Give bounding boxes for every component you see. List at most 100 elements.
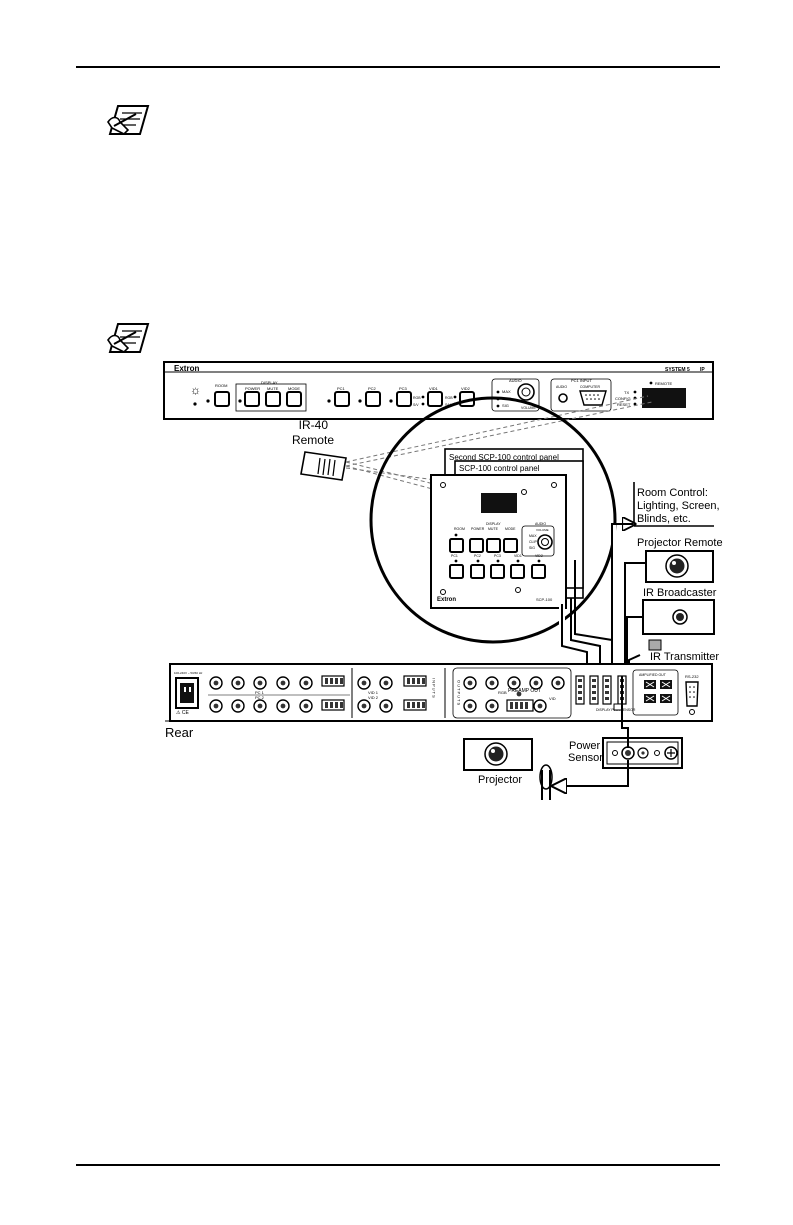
rs232-port[interactable] [685,681,699,707]
pc2-label: PC2 [368,386,377,391]
power-sensor-label-1: Power [569,740,601,752]
rear-panel: Rear 100-240V ~ 50/60 Hz ⚠ CE PC 1 PC 2 [165,663,713,740]
rgb-out-label: RGB [498,690,507,695]
vid-out-label: VID [549,696,556,701]
scp-panel: SCP-100 control panel ROOM DISPLAY POWER… [430,460,584,609]
projector-lens-icon [669,558,685,574]
top-rule [76,66,720,68]
audio-jack-port[interactable] [558,393,568,403]
scp-mute-button[interactable] [486,538,501,553]
scp-power-label: POWER [471,527,485,531]
front-brand: Extron [174,364,199,373]
scp-pc2-button[interactable] [470,564,485,579]
svg-text:100-240V ~ 50/60 Hz: 100-240V ~ 50/60 Hz [174,671,203,675]
rs232-label: RS-232 [685,674,699,679]
rear-pc2-label: PC 2 [255,695,265,700]
rear-vid2-label: VID 2 [368,695,379,700]
outputs-label: OUTPUTS [457,680,462,706]
pc3-label: PC3 [399,386,408,391]
scp-volume-knob[interactable] [537,534,553,550]
scp-power-button[interactable] [469,538,484,553]
audio-group-label: AUDIO [509,378,522,383]
mute-button[interactable] [265,391,281,407]
light-sensor-icon: ☼ [190,383,201,397]
ir-broadcaster-emitter-icon [676,613,684,621]
room-control-label-3: Blinds, etc. [637,513,691,525]
projector-remote-label: Projector Remote [637,537,723,549]
mute-label: MUTE [267,386,279,391]
note-icon [107,323,150,353]
room-control: Room Control: Lighting, Screen, Blinds, … [633,482,720,527]
rear-label: Rear [165,725,194,740]
front-model-suffix: IP [700,367,705,373]
scp-vid1-label: VID1 [514,554,522,558]
vid1-svid-label: S/V [413,403,419,407]
scp-audio-label: AUDIO [535,522,546,526]
remote-label: REMOTE [655,381,672,386]
scp-callout-circle [369,396,617,644]
scp-model: SCP-100 [536,597,553,602]
scp-room-button[interactable] [449,538,464,553]
vid1-rgb-label: RGB [413,396,421,400]
inputs-label: INPUTS [432,678,437,699]
scp-mute-label: MUTE [488,527,499,531]
scp-vid1-button[interactable] [510,564,525,579]
note-icon [107,105,150,135]
scp-mode-button[interactable] [503,538,518,553]
output-bnc-ports [463,676,565,713]
ir40-label-2: Remote [292,433,334,447]
pc1-input-label: PC1 INPUT [571,378,592,383]
ir-broadcaster-label: IR Broadcaster [643,587,717,599]
preamp-out-label: PREAMP OUT [508,688,541,694]
sig-label: SIG [502,403,509,408]
scp-display-label: DISPLAY [486,522,501,526]
scp-volume-label: VOLUME [536,528,549,532]
scp-pc3-button[interactable] [490,564,505,579]
room-control-label-2: Lighting, Screen, [637,500,720,512]
computer-vga-port[interactable] [579,390,607,406]
power-sensor: Power Sensor [568,737,683,769]
room-label: ROOM [215,383,227,388]
vid1-button[interactable] [427,391,443,407]
room-button[interactable] [214,391,230,407]
pc2-button[interactable] [365,391,381,407]
rear-vid1-label: VID 1 [368,690,379,695]
audio-in-label: AUDIO [556,385,567,389]
vid2-rgb-label: RGB [445,396,453,400]
power-button[interactable] [244,391,260,407]
ir-transmitter-icon [648,639,662,651]
scp-vid2-label: VID2 [535,554,543,558]
reset-label: RESET [617,402,631,407]
ir-receiver-window [642,388,686,408]
scp-pc3-label: PC3 [494,554,501,558]
vid1-label: VID1 [429,386,439,391]
ir40-label: IR-40 [299,418,329,432]
bottom-rule [76,1164,720,1166]
scp-ir-window [481,493,517,513]
scp-pc1-button[interactable] [449,564,464,579]
svg-text:⚠ CE: ⚠ CE [176,710,189,716]
display-group-label: DISPLAY [261,380,278,385]
mode-button[interactable] [286,391,302,407]
tx-label: TX [624,390,629,395]
scp-pc2-label: PC2 [474,554,481,558]
scp-brand: Extron [437,597,456,603]
pc1-button[interactable] [334,391,350,407]
ir-broadcaster: IR Broadcaster [642,587,717,635]
rear-pc1-label: PC 1 [255,690,265,695]
scp-vid2-button[interactable] [531,564,546,579]
pc3-button[interactable] [396,391,412,407]
scp-pc1-label: PC1 [451,554,458,558]
scp-title: SCP-100 control panel [459,464,540,473]
scp-clip-label: CLIP [529,540,537,544]
vid2-label: VID2 [461,386,471,391]
room-control-label-1: Room Control: [637,487,708,499]
room-led [206,399,210,403]
front-panel: Extron SYSTEM 5 IP ☼ ROOM DISPLAY POWER … [163,361,714,420]
second-scp-title: Second SCP-100 control panel [449,453,559,462]
volume-knob[interactable] [517,383,535,401]
front-model: SYSTEM 5 [665,367,690,373]
scp-sig-label: SIG [529,546,535,550]
volume-label: VOLUME [521,406,536,410]
